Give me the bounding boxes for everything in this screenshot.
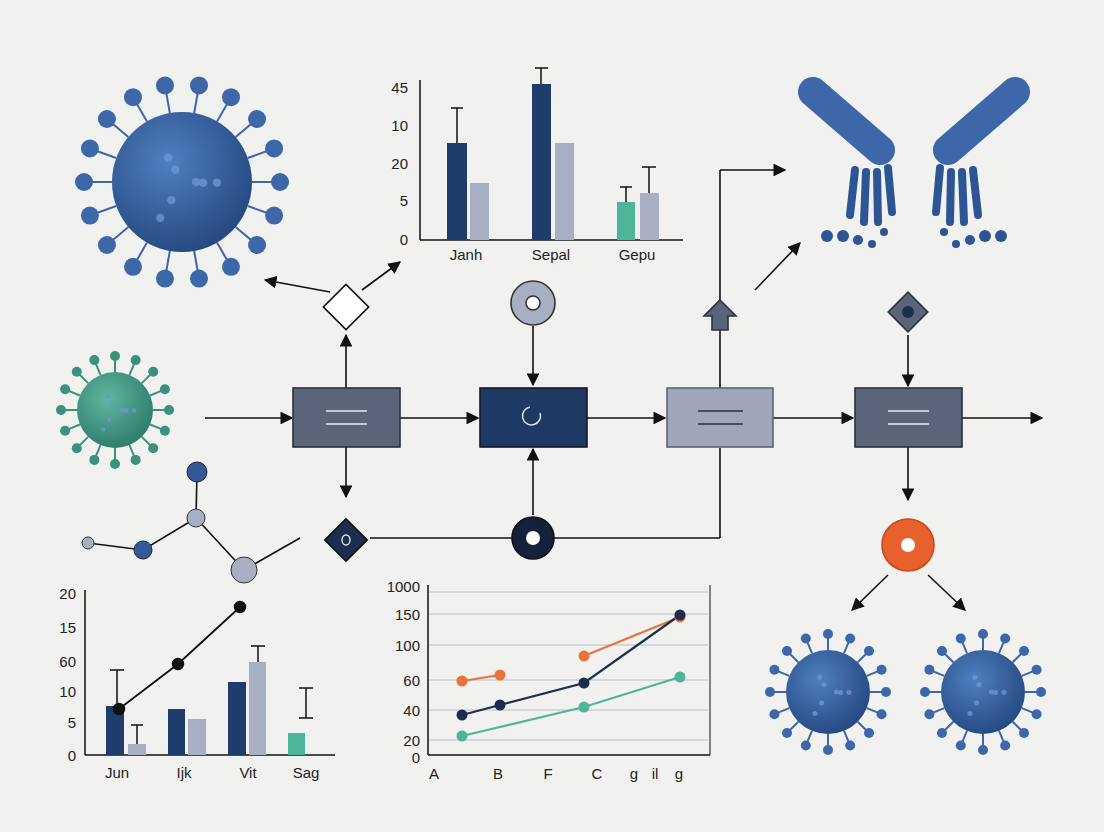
category-label: g: [630, 766, 638, 781]
axis-tick: 10: [391, 118, 408, 133]
line-chart: [428, 585, 710, 755]
category-label: B: [493, 766, 503, 781]
molecule-chain: [82, 462, 300, 583]
category-label: F: [543, 766, 552, 781]
axis-tick: 40: [403, 703, 420, 718]
virus-illustrations: [56, 76, 1046, 755]
virus: [75, 76, 289, 287]
virus: [765, 629, 891, 755]
category-label: Sepal: [532, 247, 570, 262]
bar-chart-bottom: [85, 590, 335, 755]
category-label: Ijk: [177, 765, 192, 780]
category-label: Vit: [239, 765, 256, 780]
virus: [56, 351, 174, 469]
axis-tick: 20: [391, 156, 408, 171]
flow-diagram: [205, 170, 1042, 610]
axis-tick: 20: [403, 733, 420, 748]
category-label: Gepu: [619, 247, 656, 262]
axis-tick: 10: [59, 684, 76, 699]
category-label: il: [652, 766, 659, 781]
axis-tick: 1000: [387, 579, 420, 594]
axis-tick: 5: [68, 715, 76, 730]
category-label: Sag: [293, 765, 320, 780]
axis-tick: 20: [59, 586, 76, 601]
antibody-illustration: [813, 92, 1015, 248]
axis-tick: 60: [403, 673, 420, 688]
axis-tick: 0: [68, 748, 76, 763]
category-label: Jun: [105, 765, 129, 780]
category-label: A: [429, 766, 439, 781]
axis-tick: 60: [59, 654, 76, 669]
axis-tick: 100: [395, 638, 420, 653]
axis-tick: 45: [391, 80, 408, 95]
bar-chart-top: [420, 68, 683, 240]
axis-tick: 0: [400, 232, 408, 247]
axis-tick: 150: [395, 607, 420, 622]
axis-tick: 15: [59, 620, 76, 635]
axis-tick: 5: [400, 193, 408, 208]
category-label: Janh: [450, 247, 483, 262]
category-label: C: [592, 766, 603, 781]
axis-tick: 0: [412, 750, 420, 765]
category-label: g: [675, 766, 683, 781]
virus: [920, 629, 1046, 755]
